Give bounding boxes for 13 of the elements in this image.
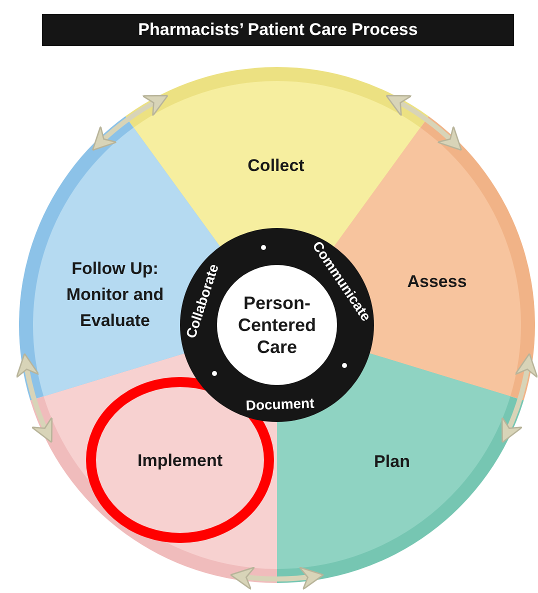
step-label: Implement [137, 450, 223, 472]
step-label: Assess [407, 271, 467, 293]
cycle-arrow [230, 566, 324, 590]
step-label: Follow Up: Monitor and Evaluate [65, 258, 165, 332]
cycle-arrow [16, 353, 54, 444]
center-label: Person-Centered Care [236, 293, 316, 358]
step-label: Collect [248, 155, 304, 177]
ring-label: Document [245, 394, 314, 414]
cycle-arrow [92, 94, 168, 151]
title-bar: Pharmacists’ Patient Care Process [42, 14, 514, 46]
step-label: Plan [374, 451, 410, 473]
cycle-arrow [500, 353, 538, 444]
cycle-arrow [386, 94, 462, 151]
